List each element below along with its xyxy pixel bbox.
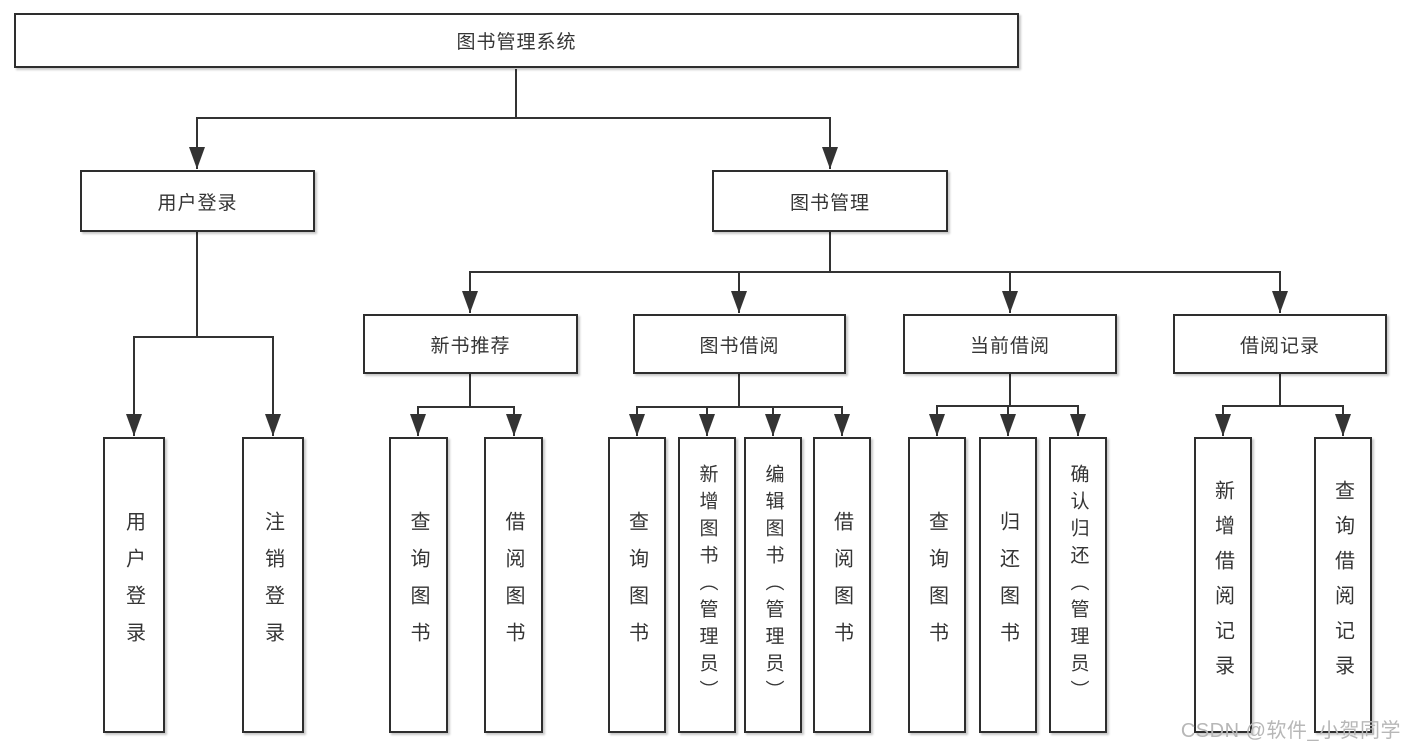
connector-borrow-records-to-leaves (1215, 374, 1351, 436)
node-book-management-label: 图书管理 (789, 192, 870, 214)
node-book-management: 图书管理 (712, 170, 948, 232)
leaf-records-query-record-label: 查询借阅记录 (1331, 480, 1354, 690)
leaf-current-return-books: 归还图书 (979, 437, 1037, 733)
leaf-current-return-books-label: 归还图书 (996, 511, 1019, 659)
leaf-borrow-add-books-admin: 新增图书（管理员） (678, 437, 736, 733)
leaf-current-confirm-return-admin-label: 确认归还（管理员） (1067, 463, 1089, 707)
leaf-borrow-edit-books-admin-label: 编辑图书（管理员） (762, 463, 784, 707)
leaf-borrow-add-books-admin-label: 新增图书（管理员） (696, 463, 718, 707)
node-book-borrow: 图书借阅 (633, 314, 846, 374)
connector-user-login-to-leaves (126, 232, 281, 436)
leaf-current-query-books: 查询图书 (908, 437, 966, 733)
leaf-records-add-record: 新增借阅记录 (1194, 437, 1252, 733)
leaf-recommend-borrow-books-label: 借阅图书 (502, 511, 524, 659)
connector-new-book-recommend-to-leaves (410, 374, 522, 436)
csdn-watermark: CSDN @软件_小贺同学 (1180, 720, 1401, 742)
leaf-current-query-books-label: 查询图书 (925, 511, 948, 659)
leaf-user-login: 用户登录 (103, 437, 165, 733)
node-new-book-recommend-label: 新书推荐 (430, 335, 511, 357)
leaf-borrow-borrow-books-label: 借阅图书 (830, 511, 853, 659)
leaf-borrow-borrow-books: 借阅图书 (813, 437, 871, 733)
node-current-borrow-label: 当前借阅 (969, 335, 1050, 357)
leaf-logout-label: 注销登录 (261, 511, 284, 659)
leaf-records-add-record-label: 新增借阅记录 (1211, 480, 1234, 690)
leaf-logout: 注销登录 (242, 437, 304, 733)
node-root: 图书管理系统 (14, 13, 1019, 68)
leaf-borrow-edit-books-admin: 编辑图书（管理员） (744, 437, 802, 733)
leaf-recommend-query-books-label: 查询图书 (407, 511, 429, 659)
node-user-login-label: 用户登录 (157, 192, 238, 214)
node-current-borrow: 当前借阅 (903, 314, 1117, 374)
leaf-recommend-query-books: 查询图书 (389, 437, 448, 733)
connector-root-to-level2 (189, 69, 838, 169)
node-root-label: 图书管理系统 (456, 32, 577, 53)
node-borrow-records-label: 借阅记录 (1239, 335, 1320, 357)
leaf-borrow-query-books-label: 查询图书 (625, 511, 648, 659)
leaf-borrow-query-books: 查询图书 (608, 437, 666, 733)
node-new-book-recommend: 新书推荐 (363, 314, 578, 374)
leaf-current-confirm-return-admin: 确认归还（管理员） (1049, 437, 1107, 733)
connector-book-management-to-level3 (462, 232, 1288, 313)
connector-current-borrow-to-leaves (929, 374, 1086, 436)
node-book-borrow-label: 图书借阅 (699, 335, 780, 357)
leaf-records-query-record: 查询借阅记录 (1314, 437, 1372, 733)
node-borrow-records: 借阅记录 (1173, 314, 1387, 374)
leaf-user-login-label: 用户登录 (122, 511, 145, 659)
leaf-recommend-borrow-books: 借阅图书 (484, 437, 543, 733)
connector-book-borrow-to-leaves (629, 374, 850, 436)
node-user-login: 用户登录 (80, 170, 315, 232)
